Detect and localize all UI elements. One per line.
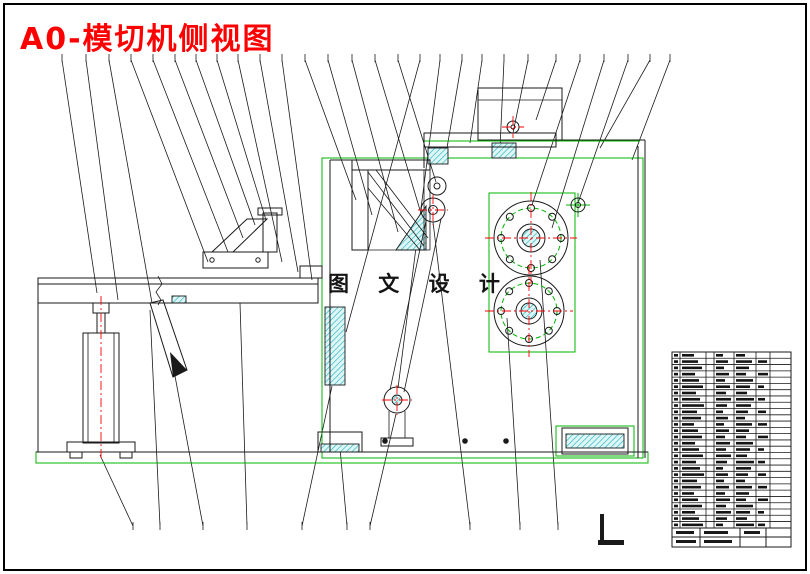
leader-lines xyxy=(61,54,671,530)
centerlines xyxy=(100,116,577,458)
bom-table-rows xyxy=(672,354,791,529)
drawing-title: A0-模切机侧视图 xyxy=(20,22,275,57)
watermark-text: 图 文 设 计 xyxy=(328,272,511,296)
sheet-border xyxy=(3,3,807,571)
corner-marks xyxy=(598,514,624,545)
bom-table xyxy=(671,351,792,548)
construction-lines xyxy=(35,140,649,464)
